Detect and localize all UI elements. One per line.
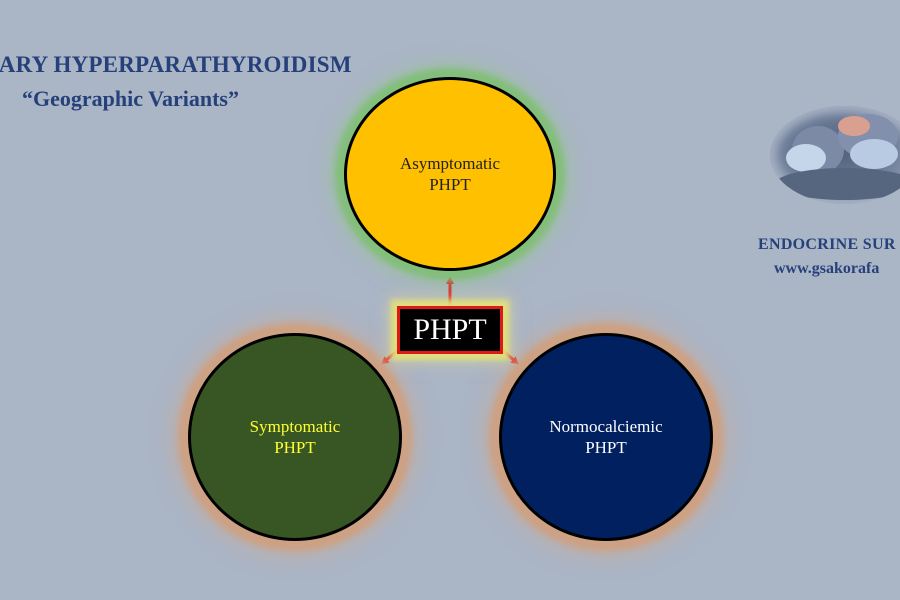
- node-asymptomatic-phpt: Asymptomatic PHPT: [344, 77, 556, 271]
- node-asymptomatic-label: Asymptomatic: [399, 154, 501, 173]
- arrow-to-symptomatic: [380, 348, 399, 365]
- node-normocalciemic-label: Normocalciemic: [549, 417, 663, 436]
- node-symptomatic-sublabel: PHPT: [274, 438, 316, 457]
- surgeon-photo-drawing: [775, 114, 900, 200]
- surgeon-photo: [770, 106, 900, 204]
- node-normocalciemic-sublabel: PHPT: [585, 438, 627, 457]
- slide-subtitle: “Geographic Variants”: [22, 86, 239, 111]
- node-symptomatic-label: Symptomatic: [249, 417, 341, 436]
- brand-website: www.gsakorafa: [774, 260, 880, 277]
- node-normocalciemic-phpt: Normocalciemic PHPT: [499, 333, 713, 541]
- brand-name: ENDOCRINE SUR: [758, 236, 896, 253]
- center-phpt-box: PHPT: [397, 306, 503, 354]
- arrow-to-normocalciemic: [501, 348, 520, 365]
- node-asymptomatic-sublabel: PHPT: [429, 175, 471, 194]
- node-symptomatic-phpt: Symptomatic PHPT: [188, 333, 402, 541]
- slide-title: XARY HYPERPARATHYROIDISM: [0, 52, 352, 77]
